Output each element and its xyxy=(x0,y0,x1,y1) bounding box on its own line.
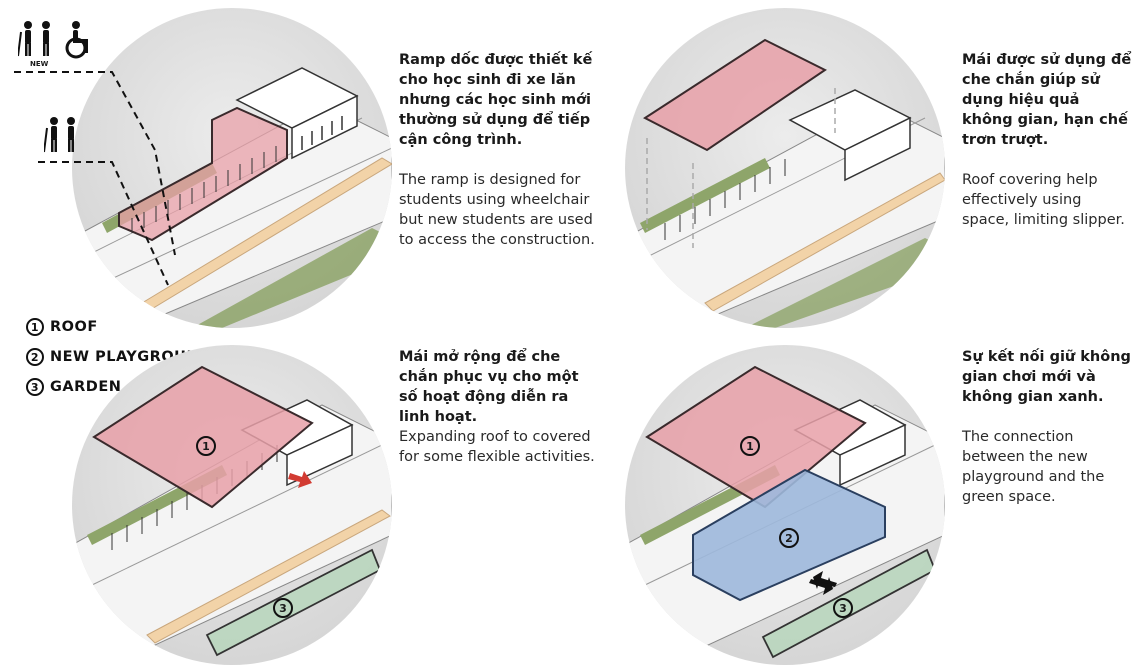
grass-ramp xyxy=(640,158,770,233)
garden-highlight xyxy=(205,548,382,657)
roof-marker-1-label: 1 xyxy=(746,439,754,453)
panel1-vi-text: Ramp dốc được thiết kế cho học sinh đi x… xyxy=(399,52,593,148)
panel3-en-text: Expanding roof to covered for some flexi… xyxy=(399,429,595,465)
ramp-leader-lines xyxy=(14,71,176,286)
legend-item-roof: 1 ROOF xyxy=(26,318,98,336)
playground-marker-2: 2 xyxy=(779,528,799,548)
garden-marker-3-label: 3 xyxy=(839,601,847,615)
roof-highlight xyxy=(643,38,827,152)
connection-arrow-icon xyxy=(809,571,837,595)
legend-number-3: 3 xyxy=(26,378,44,396)
garden-marker-3-label: 3 xyxy=(279,601,287,615)
ramp-highlight xyxy=(118,106,288,242)
panel2-en-text: Roof covering help effectively using spa… xyxy=(962,172,1125,228)
panel4-en-text: The connection between the new playgroun… xyxy=(962,429,1105,505)
legend-label-roof: ROOF xyxy=(50,319,98,335)
roof-marker-1-label: 1 xyxy=(202,439,210,453)
building-block xyxy=(235,67,359,160)
expand-arrow-icon xyxy=(288,471,312,488)
legend-number-2: 2 xyxy=(26,348,44,366)
panel4-vi-text: Sự kết nối giữ không gian chơi mới và kh… xyxy=(962,349,1131,405)
diagram-ramp xyxy=(72,8,392,328)
panel2-vi-text: Mái được sử dụng để che chắn giúp sử dụn… xyxy=(962,52,1132,148)
building-block xyxy=(788,89,912,182)
roof-marker-1: 1 xyxy=(740,436,760,456)
grass-strip xyxy=(745,238,945,328)
roof-marker-1: 1 xyxy=(196,436,216,456)
garden-marker-3: 3 xyxy=(833,598,853,618)
walking-students-icon xyxy=(18,21,50,57)
legend-label-garden: GARDEN xyxy=(50,379,122,395)
path-strip xyxy=(146,509,391,644)
new-students-icon xyxy=(44,117,75,153)
playground-marker-2-label: 2 xyxy=(785,531,793,545)
new-label: NEW xyxy=(30,60,49,68)
path-strip xyxy=(704,172,945,312)
diagram-roof-covering xyxy=(625,8,945,328)
legend-item-garden: 3 GARDEN xyxy=(26,378,121,396)
grass-strip xyxy=(192,228,392,328)
diagram-expanding-roof xyxy=(72,345,392,665)
panel3-vi-text: Mái mở rộng để che chắn phục vụ cho một … xyxy=(399,349,579,425)
path-strip xyxy=(141,157,392,311)
garden-marker-3: 3 xyxy=(273,598,293,618)
panel1-en-text: The ramp is designed for students using … xyxy=(399,172,595,248)
legend-number-1: 1 xyxy=(26,318,44,336)
wheelchair-icon xyxy=(65,21,88,59)
diagram-connection xyxy=(625,345,945,665)
